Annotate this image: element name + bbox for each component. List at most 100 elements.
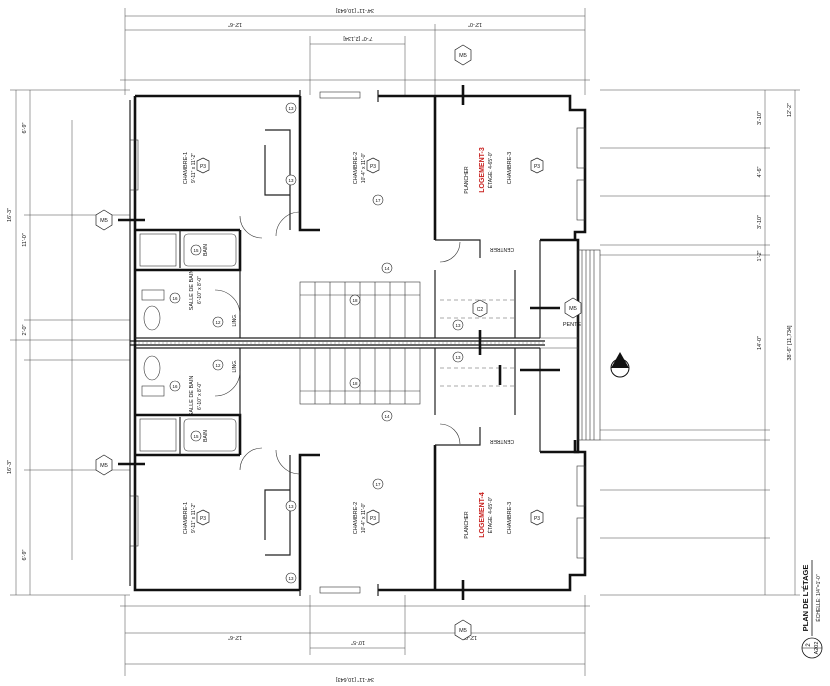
room-chambre2-lower-dim: 10'-4" x 11'-0" [361,503,367,534]
room-sdb-upper-dim: 6'-10" x 8'-0" [197,276,203,304]
dim-overall-bottom: 34'-11" [10,643] [335,676,374,682]
room-sdb-lower: SALLE DE BAIN [189,376,195,417]
svg-text:16: 16 [172,296,178,301]
svg-text:16: 16 [172,384,178,389]
svg-text:14: 14 [384,266,390,271]
dim-right-b: 4'-6" [757,166,763,177]
svg-text:12: 12 [215,320,221,325]
svg-text:M5: M5 [569,306,577,312]
stairs [299,281,515,405]
room-bain-upper: BAIN [203,244,209,256]
windows [129,91,586,594]
svg-text:P3: P3 [534,516,540,522]
svg-text:13: 13 [288,576,294,581]
dim-left-total-bottom: 16'-3" [7,460,13,474]
dim-right-a: 3'-10" [757,111,763,125]
dim-top-right: 12'-0" [468,21,482,27]
unit-name-upper: LOGEMENT-3 [479,147,486,193]
dim-top-left: 12'-6" [228,21,242,27]
dim-left-a: 6'-9" [22,122,28,133]
svg-text:P3: P3 [370,164,376,170]
svg-text:15: 15 [193,248,199,253]
svg-text:12: 12 [215,363,221,368]
dim-right-e: 14'-0" [757,336,763,350]
room-bain-lower: BAIN [203,430,209,442]
svg-text:17: 17 [375,482,381,487]
room-chambre2-lower: CHAMBRE-2 [353,502,359,534]
bathroom-fixtures-lower [139,355,237,452]
dim-left-total-top: 16'-3" [7,208,13,222]
top-dimensions: 34'-11" [10,643] 12'-6" 12'-0" 7'-0" [2,… [120,7,590,95]
dim-left-b: 11'-0" [22,233,28,247]
svg-text:17: 17 [375,198,381,203]
room-chambre1-lower: CHAMBRE-1 [183,502,189,534]
tag-m5-left-upper: M5 [95,209,145,231]
tag-p3-5: P3 [366,509,380,526]
tag-m5-left-lower: M5 [95,454,145,476]
svg-text:M5: M5 [100,463,108,469]
room-sdb-upper: SALLE DE BAIN [189,270,195,311]
detail-number: 2 [806,643,812,647]
room-chambre3-lower: CHAMBRE-3 [507,502,513,534]
room-chambre1-upper: CHAMBRE-1 [183,152,189,184]
dim-left-d: 6'-9" [22,549,28,560]
dim-bottom-mid: 10'-5" [351,639,365,645]
room-chambre2-upper-dim: 10'-4" x 11'-0" [361,153,367,184]
dim-left-c: 2'-0" [22,324,28,335]
section-marker [478,330,630,385]
room-centrer-upper: CENTRER [490,246,515,252]
room-centrer-lower: CENTRER [490,438,515,444]
unit-name-lower: LOGEMENT-4 [479,492,486,538]
dim-right-c: 3'-10" [757,215,763,229]
svg-text:M5: M5 [100,218,108,224]
party-wall [130,340,545,346]
room-plancher-lower: PLANCHER [464,511,470,539]
tag-p3-6: P3 [530,509,544,526]
svg-text:P3: P3 [534,164,540,170]
right-dimensions: 38'-6" [11,734] 12'-2" 3'-10" 4'-6" 3'-1… [600,89,800,596]
tag-c2: C2 [472,299,488,318]
room-chambre2-upper: CHAMBRE-2 [353,152,359,184]
room-chambre1-upper-dim: 9'-11" x 11'-2" [191,153,197,183]
unit-level-upper: ÉTAGE: 4-65'-0" [487,152,494,189]
svg-text:P3: P3 [370,516,376,522]
bathroom-fixtures-upper [139,233,237,331]
room-linge-upper: LING. [232,313,238,326]
room-plancher-upper: PLANCHER [464,166,470,194]
svg-text:13: 13 [288,178,294,183]
svg-text:P3: P3 [200,516,206,522]
tag-p3-4: P3 [196,509,210,526]
dim-overall-top: 34'-11" [10,643] [335,7,374,13]
tag-p3-3: P3 [530,157,544,174]
bottom-dimensions: 34'-11" [10,643] 12'-6" 10'-5" 12'-0" [120,595,590,682]
sheet-title: PLAN DE L'ÉTAGE [801,565,810,632]
room-chambre1-lower-dim: 9'-11" x 11'-2" [191,503,197,533]
dim-bottom-left: 12'-6" [228,634,242,640]
doors [214,211,461,475]
sheet-number: A202 [814,642,820,655]
tag-p3-1: P3 [196,157,210,174]
svg-text:M5: M5 [459,628,467,634]
svg-text:18: 18 [352,298,358,303]
svg-text:15: 15 [193,434,199,439]
dim-right-f: 12'-2" [787,103,793,117]
room-sdb-lower-dim: 6'-10" x 8'-0" [197,382,203,410]
svg-text:M5: M5 [459,53,467,59]
svg-text:14: 14 [384,414,390,419]
svg-text:13: 13 [455,323,461,328]
dim-bottom-right: 12'-0" [463,634,477,640]
svg-text:13: 13 [455,355,461,360]
tag-p3-2: P3 [366,157,380,174]
dim-right-overall: 38'-6" [11,734] [787,325,793,360]
room-linge-lower: LING. [232,359,238,372]
tag-m5-top: M5 [454,44,472,105]
svg-text:C2: C2 [477,307,484,313]
numbered-tags: 13 13 14 15 16 17 18 12 13 13 12 18 16 1… [169,102,464,584]
sheet-scale: ÉCHELLE: 1/4"=1'-0" [815,574,822,621]
dim-top-center: 7'-0" [2,134] [343,35,373,41]
room-chambre3-upper: CHAMBRE-3 [507,152,513,184]
svg-text:13: 13 [288,504,294,509]
svg-text:13: 13 [288,106,294,111]
tag-m5-right: M5 [530,297,582,319]
